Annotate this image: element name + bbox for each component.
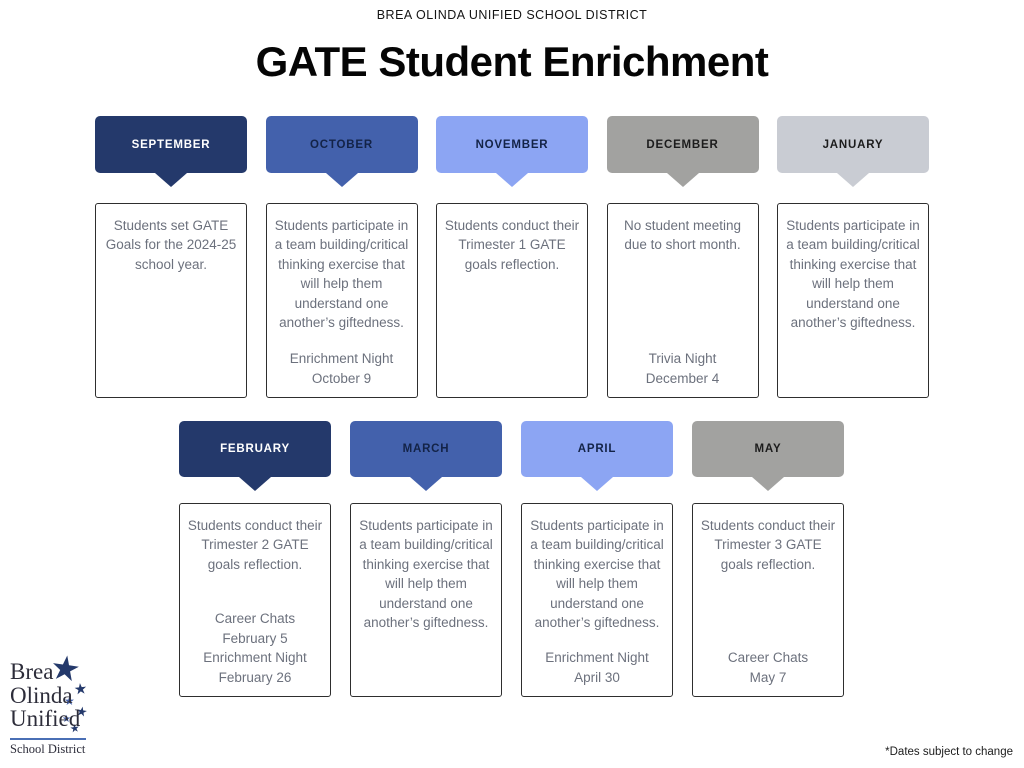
month-tab-april: APRIL <box>521 421 673 477</box>
month-tab-label: MARCH <box>402 443 450 455</box>
month-detail-box: Students participate in a team building/… <box>777 203 929 398</box>
month-tab-label: FEBRUARY <box>220 443 290 455</box>
month-description: Students conduct their Trimester 2 GATE … <box>187 518 323 572</box>
logo-line-brea: Brea <box>10 659 54 684</box>
month-card-december: DECEMBER No student meeting due to short… <box>606 116 759 398</box>
star-icon: ★ <box>64 694 75 708</box>
star-icon: ★ <box>62 714 71 725</box>
month-tab-january: JANUARY <box>777 116 929 173</box>
logo-wordmark: Brea Olinda Unified <box>10 660 80 731</box>
month-card-january: JANUARY Students participate in a team b… <box>777 116 929 398</box>
month-tab-label: JANUARY <box>822 138 884 151</box>
month-card-april: APRIL Students participate in a team bui… <box>521 421 673 697</box>
page-title: GATE Student Enrichment <box>255 38 769 85</box>
month-description: Students conduct their Trimester 1 GATE … <box>444 218 580 272</box>
month-detail-box: Students participate in a team building/… <box>265 203 418 398</box>
month-tab-november: NOVEMBER <box>436 116 588 173</box>
logo-subtitle: School District <box>10 742 86 756</box>
month-description: No student meeting due to short month. <box>623 218 742 253</box>
month-tab-label: NOVEMBER <box>475 138 549 151</box>
month-tab-label: DECEMBER <box>646 138 719 151</box>
month-tab-label: MAY <box>754 443 782 455</box>
month-detail-box: Students participate in a team building/… <box>350 503 502 697</box>
month-description: Students participate in a team building/… <box>274 218 409 331</box>
month-events: Career Chats May 7 <box>727 650 809 685</box>
month-tab-september: SEPTEMBER <box>95 116 247 173</box>
month-tab-december: DECEMBER <box>606 116 759 173</box>
month-tab-may: MAY <box>692 421 844 477</box>
month-events: Enrichment Night October 9 <box>289 351 394 386</box>
month-tab-label: SEPTEMBER <box>131 138 211 151</box>
month-card-november: NOVEMBER Students conduct their Trimeste… <box>436 116 588 398</box>
month-detail-box: Students set GATE Goals for the 2024-25 … <box>95 203 247 398</box>
logo-underline <box>10 738 86 740</box>
month-detail-box: Students conduct their Trimester 3 GATE … <box>692 503 844 697</box>
month-tab-march: MARCH <box>350 421 502 477</box>
month-detail-box: No student meeting due to short month. T… <box>606 203 759 398</box>
month-card-february: FEBRUARY Students conduct their Trimeste… <box>179 421 331 697</box>
month-description: Students participate in a team building/… <box>359 518 493 631</box>
month-detail-box: Students participate in a team building/… <box>521 503 673 697</box>
month-description: Students participate in a team building/… <box>786 218 920 331</box>
schedule-row-spring: FEBRUARY Students conduct their Trimeste… <box>179 421 844 697</box>
month-card-september: SEPTEMBER Students set GATE Goals for th… <box>95 116 247 398</box>
month-description: Students conduct their Trimester 3 GATE … <box>700 518 836 572</box>
month-events: Enrichment Night April 30 <box>545 650 649 685</box>
month-events: Trivia Night December 4 <box>645 351 720 386</box>
month-card-october: OCTOBER Students participate in a team b… <box>265 116 418 398</box>
month-tab-label: OCTOBER <box>310 138 373 151</box>
month-card-march: MARCH Students participate in a team bui… <box>350 421 502 697</box>
month-description: Students set GATE Goals for the 2024-25 … <box>105 218 237 272</box>
logo-line-olinda: Olinda <box>10 682 73 708</box>
month-tab-february: FEBRUARY <box>179 421 331 477</box>
month-tab-october: OCTOBER <box>265 116 418 173</box>
logo-line-unified: Unified <box>10 706 81 731</box>
month-card-may: MAY Students conduct their Trimester 3 G… <box>692 421 844 697</box>
month-tab-label: APRIL <box>577 443 617 455</box>
month-description: Students participate in a team building/… <box>530 518 664 631</box>
district-header: BREA OLINDA UNIFIED SCHOOL DISTRICT <box>376 8 648 22</box>
district-logo: ★ ★ ★ ★ ★ ★ Brea Olinda Unified School D… <box>8 649 118 762</box>
month-detail-box: Students conduct their Trimester 2 GATE … <box>179 503 331 697</box>
dates-disclaimer: *Dates subject to change <box>885 746 1013 758</box>
schedule-row-fall: SEPTEMBER Students set GATE Goals for th… <box>95 116 929 398</box>
month-events: Career Chats February 5 Enrichment Night… <box>203 611 307 685</box>
month-detail-box: Students conduct their Trimester 1 GATE … <box>436 203 588 398</box>
